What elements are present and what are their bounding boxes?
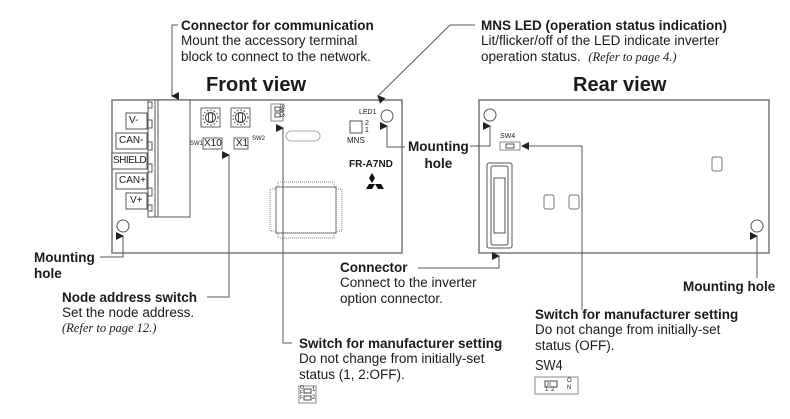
rear-mounting-hole-right <box>750 219 764 233</box>
callout-text: status (1, 2:OFF). <box>299 367 405 382</box>
callout-title: Mounting <box>34 250 95 265</box>
callout-connector-communication: Connector for communication Mount the ac… <box>181 18 374 65</box>
terminal-label: CAN- <box>119 135 144 146</box>
mns-label: MNS <box>347 136 365 145</box>
sw3-icon-position: 2 <box>312 395 316 401</box>
rear-view-title: Rear view <box>573 74 667 96</box>
callout-text: Do not change from initially-set <box>535 322 721 337</box>
callout-mfr-switch-rear: Switch for manufacturer setting Do not c… <box>535 307 738 374</box>
led1-label: LED1 <box>359 109 377 116</box>
callout-title: Node address switch <box>62 290 198 305</box>
callout-text: Mount the accessory terminal <box>181 33 358 48</box>
terminal-label: V+ <box>130 195 143 206</box>
terminal-label: CAN+ <box>119 175 146 186</box>
sw4-icon-state: ON <box>567 378 572 391</box>
sw3-icon-state: OFF <box>300 385 304 401</box>
callout-title: Switch for manufacturer setting <box>535 307 739 322</box>
mns-led <box>349 120 363 134</box>
led-position: 2 <box>365 120 369 127</box>
sw4-icon-position: 1 <box>545 387 549 393</box>
callout-title: Switch for manufacturer setting <box>299 336 503 351</box>
page-reference: (Refer to page 4.) <box>588 50 677 64</box>
callout-title: hole <box>34 266 62 281</box>
sw1-multiplier: X10 <box>204 138 222 149</box>
sw3-off-icon <box>298 385 317 404</box>
callout-title: Mounting <box>408 139 469 154</box>
terminal-block <box>147 99 191 218</box>
led-position: 1 <box>365 127 369 134</box>
sw3-id: SW3 <box>278 104 284 118</box>
callout-title: MNS LED (operation status indication) <box>481 18 728 33</box>
callout-title: Connector for communication <box>181 18 374 33</box>
dip-switch-sw4 <box>499 141 521 151</box>
callout-text: Lit/flicker/off of the LED indicate inve… <box>481 33 720 48</box>
front-mounting-hole-right <box>380 109 394 123</box>
terminal-label: SHIELD <box>113 155 147 166</box>
sw2-id: SW2 <box>252 136 266 142</box>
rear-mounting-hole-left <box>483 108 497 122</box>
callout-text: status (OFF). <box>535 338 615 353</box>
sw2-multiplier: X1 <box>236 138 249 149</box>
callout-title: Connector <box>340 260 408 275</box>
sw4-id: SW4 <box>500 133 516 140</box>
sw3-icon-position: 1 <box>312 387 316 393</box>
page-reference: (Refer to page 12.) <box>62 321 157 335</box>
sw4-caption: SW4 <box>535 357 563 374</box>
sw1-id: SW1 <box>190 141 204 147</box>
front-mounting-hole-left <box>116 219 130 233</box>
callout-text: option connector. <box>340 291 443 306</box>
smd-component <box>543 156 723 210</box>
terminal-label: V- <box>129 115 139 126</box>
callout-text: Connect to the inverter <box>340 275 477 290</box>
sw4-icon-position: 2 <box>551 387 555 393</box>
rear-connector <box>486 162 513 249</box>
rear-board-outline <box>478 99 770 254</box>
ic-chip <box>269 181 343 239</box>
callout-text: Do not change from initially-set <box>299 351 485 366</box>
callout-title: hole <box>424 156 453 171</box>
sw4-on-icon <box>534 376 579 395</box>
model-name: FR-A7ND <box>349 159 393 170</box>
callout-mfr-switch-front: Switch for manufacturer setting Do not c… <box>299 336 502 383</box>
callout-connector: Connector Connect to the inverter option… <box>340 260 477 307</box>
mitsubishi-logo <box>366 173 384 189</box>
rotary-switch-sw1 <box>200 107 221 128</box>
front-view-title: Front view <box>206 74 307 96</box>
rotary-switch-sw2 <box>230 107 251 128</box>
callout-node-address-switch: Node address switch Set the node address… <box>62 290 197 336</box>
callout-mounting-hole-rear: Mounting hole <box>683 279 776 294</box>
front-board-outline <box>111 99 403 254</box>
dip-switch-sw3 <box>270 103 284 122</box>
callout-mns-led: MNS LED (operation status indication) Li… <box>481 18 727 65</box>
callout-text: block to connect to the network. <box>181 49 371 64</box>
callout-mounting-hole-front-right: Mounting hole <box>408 138 469 172</box>
callout-text: operation status. <box>481 49 581 64</box>
callout-text: Set the node address. <box>62 305 195 320</box>
callout-mounting-hole-front-left: Mounting hole <box>34 250 95 282</box>
